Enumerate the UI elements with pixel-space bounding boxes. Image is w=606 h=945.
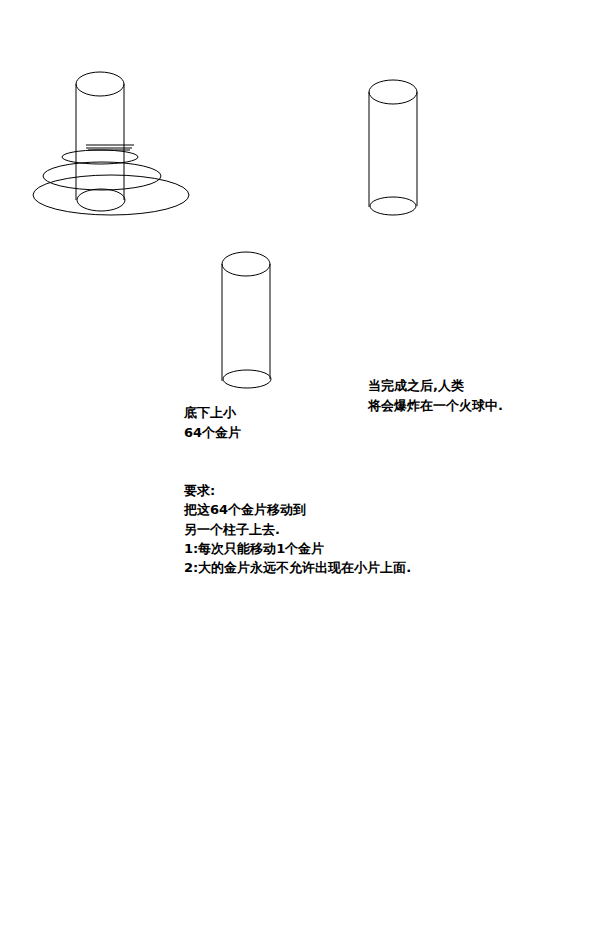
empty-peg bbox=[222, 252, 271, 388]
disk-note: 底下上小 64个金片 bbox=[184, 403, 274, 442]
legend-note: 当完成之后,人类 将会爆炸在一个火球中. bbox=[368, 376, 538, 415]
empty-peg bbox=[369, 80, 417, 215]
rule-text: 2:大的金片永远不允许出现在小片上面. bbox=[184, 558, 484, 578]
peg-with-disks bbox=[33, 72, 189, 215]
requirement-heading: 要求: bbox=[184, 481, 384, 501]
rule-text: 1:每次只能移动1个金片 bbox=[184, 539, 444, 559]
requirement-text: 把这64个金片移动到 另一个柱子上去. bbox=[184, 500, 334, 539]
